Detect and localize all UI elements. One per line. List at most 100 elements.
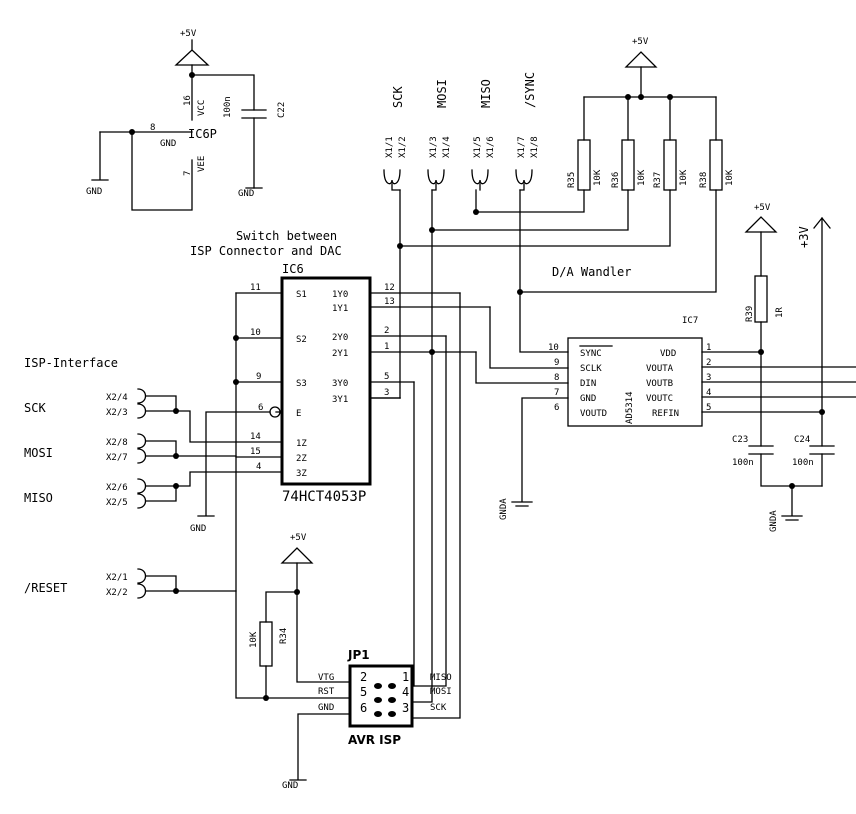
v3-label: +3V (797, 226, 811, 248)
jp1-body (348, 664, 414, 728)
ic7-vdd: VDD (660, 349, 676, 359)
r36-name: R36 (611, 172, 621, 188)
ic7-pin10: 10 (548, 343, 559, 353)
ic6-2y0: 2Y0 (332, 333, 348, 343)
ic6-1y1: 1Y1 (332, 304, 348, 314)
ic7-part: AD5314 (625, 391, 635, 424)
ic6-pin11: 11 (250, 283, 261, 293)
isp-signal-miso: MISO (24, 491, 53, 505)
connector-x1: SCK MOSI MISO /SYNC X1/1 X1/2 X1/3 X1/4 … (383, 72, 540, 191)
c24-value: 100n (792, 458, 814, 468)
ic7-pin5: 5 (706, 403, 711, 413)
vcc-symbol-r39 (744, 216, 778, 233)
ic6-pin5: 5 (384, 372, 389, 382)
pullup-resistor-bank: +5V R35 10K R36 10K R37 10K R38 10K (399, 37, 735, 293)
vdd-supply: +5V R39 1R C23 100n (732, 203, 823, 487)
ic7-voutc: VOUTC (646, 394, 673, 404)
ic7-pin9: 9 (554, 358, 559, 368)
ic7-vouta: VOUTA (646, 364, 674, 374)
jp1-label: AVR ISP (348, 733, 401, 747)
r39-value: 1R (775, 307, 785, 318)
ic6-1y0: 1Y0 (332, 290, 348, 300)
ic6p-name: IC6P (188, 127, 217, 141)
jp1-sck: SCK (430, 703, 447, 713)
ic6p-gnd-label: GND (86, 187, 102, 197)
ic6p-block: +5V GND C22 100n 16 VCC GND 8 GND IC6P 7… (86, 29, 287, 211)
ic6-3y1: 3Y1 (332, 395, 348, 405)
x2-pin2: X2/2 (106, 588, 128, 598)
r38-body (709, 139, 723, 191)
ic6-3z: 3Z (296, 469, 307, 479)
vcc-label-r39: +5V (754, 203, 771, 213)
ic6-2z: 2Z (296, 454, 307, 464)
r37-value: 10K (679, 169, 689, 186)
ic7-refin: REFIN (652, 409, 679, 419)
r39-name: R39 (745, 306, 755, 322)
ic6p-pin7: 7 (183, 171, 193, 176)
x1-signal-miso: MISO (479, 79, 493, 108)
ic6-e-gnd-label: GND (190, 524, 206, 534)
x1-pin1: X1/1 (385, 136, 395, 158)
ic7-name: IC7 (682, 316, 698, 326)
note-switch-line2: ISP Connector and DAC (190, 244, 342, 258)
ic6p-pin16: 16 (183, 95, 193, 106)
x1-signal-sync: /SYNC (523, 72, 537, 108)
note-dac: D/A Wandler (552, 265, 631, 279)
jp1-pin2: 2 (360, 670, 367, 684)
x1-pin4: X1/4 (442, 136, 452, 158)
r35-name: R35 (567, 172, 577, 188)
jp1-avr-isp: JP1 AVR ISP VTG RST GND MISO MOSI SCK 2 … (318, 648, 452, 747)
x1-signal-sck: SCK (391, 86, 405, 108)
ic6-pin12: 12 (384, 283, 395, 293)
vcc-symbol (174, 49, 210, 66)
note-switch-line1: Switch between (236, 229, 337, 243)
ic7-din: DIN (580, 379, 596, 389)
ic6-s2: S2 (296, 335, 307, 345)
jp1-mosi: MOSI (430, 687, 452, 697)
r35-value: 10K (593, 169, 603, 186)
ic6-e: E (296, 409, 301, 419)
ic6-multiplexer: IC6 74HCT4053P 11 10 9 6 14 15 4 S1 S2 S… (235, 262, 491, 505)
jp1-pin6: 6 (360, 701, 367, 715)
x1-pin7: X1/7 (517, 136, 527, 158)
jp1-pin3: 3 (402, 701, 409, 715)
ic6p-gnd-pin: GND (160, 139, 176, 149)
x2-pin8: X2/8 (106, 438, 128, 448)
isp-signal-reset: /RESET (24, 581, 67, 595)
ic7-pin1: 1 (706, 343, 711, 353)
ic7-sync: SYNC (580, 349, 602, 359)
ic7-voutd: VOUTD (580, 409, 607, 419)
c23-value: 100n (732, 458, 754, 468)
x2-pin5: X2/5 (106, 498, 128, 508)
r34-value: 10K (249, 631, 259, 648)
ic6-pin6: 6 (258, 403, 263, 413)
r38-value: 10K (725, 169, 735, 186)
c22-name: C22 (277, 102, 287, 118)
ic6-pin15: 15 (250, 447, 261, 457)
ic7-voutb: VOUTB (646, 379, 673, 389)
ic6-2y1: 2Y1 (332, 349, 348, 359)
ic7-sclk: SCLK (580, 364, 602, 374)
jp1-pin1: 1 (402, 670, 409, 684)
ic6-3y0: 3Y0 (332, 379, 348, 389)
vcc-label: +5V (180, 29, 197, 39)
reset-pullup: +5V 10K R34 (249, 533, 351, 701)
vcc-symbol-top (624, 51, 658, 68)
ic6-pin14: 14 (250, 432, 261, 442)
jp1-gnd: GND (318, 703, 334, 713)
ic6-pin4: 4 (256, 462, 261, 472)
ic6-pin2: 2 (384, 326, 389, 336)
ic7-pin2: 2 (706, 358, 711, 368)
x1-pin6: X1/6 (486, 136, 496, 158)
x1-pin5: X1/5 (473, 136, 483, 158)
ic6-s3: S3 (296, 379, 307, 389)
ic6-1z: 1Z (296, 439, 307, 449)
jp1-pin4: 4 (402, 685, 409, 699)
ic7-pin7: 7 (554, 388, 559, 398)
r38-name: R38 (699, 172, 709, 188)
ic6-pin13: 13 (384, 297, 395, 307)
isp-interface-title: ISP-Interface (24, 356, 118, 370)
jp1-rst: RST (318, 687, 335, 697)
r34-name: R34 (279, 628, 289, 644)
x1-pin3: X1/3 (429, 136, 439, 158)
